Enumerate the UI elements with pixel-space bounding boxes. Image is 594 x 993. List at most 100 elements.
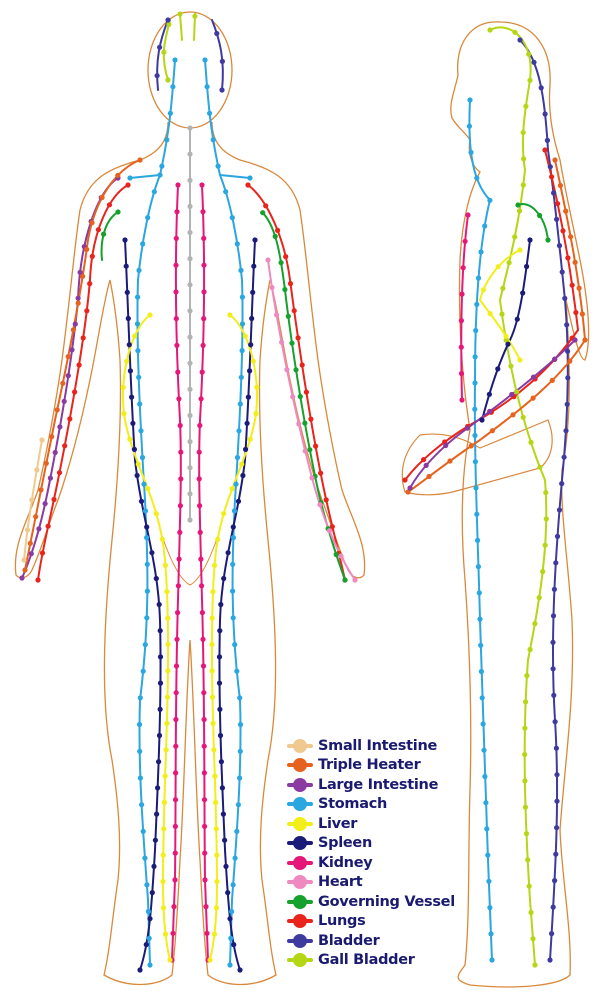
legend-swatch-icon <box>287 817 313 831</box>
acupoint-dot <box>528 440 533 445</box>
acupoint-dot <box>236 499 241 504</box>
acupoint-dot <box>317 502 322 507</box>
acupoint-dot <box>551 190 556 195</box>
acupoint-dot <box>487 27 492 32</box>
acupoint-dot <box>463 239 468 244</box>
acupoint-dot <box>209 642 214 647</box>
legend-item: Gall Bladder <box>287 951 587 971</box>
acupoint-dot <box>143 508 148 513</box>
acupoint-dot <box>221 511 226 516</box>
acupoint-dot <box>543 543 548 548</box>
legend-label: Governing Vessel <box>318 894 455 910</box>
acupoint-dot <box>115 209 120 214</box>
acupoint-dot <box>177 11 182 16</box>
acupoint-dot <box>564 322 569 327</box>
acupoint-dot <box>243 334 248 339</box>
acupoint-dot <box>231 615 236 620</box>
acupoint-dot <box>551 666 556 671</box>
acupoint-dot <box>217 628 222 633</box>
acupoint-dot <box>565 255 570 260</box>
acupoint-dot <box>53 450 58 455</box>
acupoint-dot <box>473 459 478 464</box>
acupoint-dot <box>512 234 517 239</box>
acupoint-dot <box>223 189 228 194</box>
acupoint-dot <box>508 364 513 369</box>
acupoint-dot <box>122 237 127 242</box>
acupoint-dot <box>147 962 152 967</box>
acupoint-dot <box>135 473 140 478</box>
acupoint-dot <box>210 668 215 673</box>
acupoint-dot <box>160 537 165 542</box>
acupoint-dot <box>174 236 179 241</box>
acupoint-dot <box>517 357 522 362</box>
acupoint-dot <box>144 524 149 529</box>
acupoint-dot <box>474 302 479 307</box>
acupoint-dot <box>230 562 235 567</box>
acupoint-dot <box>187 465 192 470</box>
acupoint-dot <box>521 182 526 187</box>
acupoint-dot <box>577 286 582 291</box>
acupoint-dot <box>212 774 217 779</box>
acupoint-dot <box>158 654 163 659</box>
acupoint-dot <box>247 175 252 180</box>
acupoint-dot <box>240 348 245 353</box>
acupoint-dot <box>124 359 129 364</box>
acupoint-dot <box>245 421 250 426</box>
acupoint-dot <box>289 341 294 346</box>
acupoint-dot <box>220 785 225 790</box>
acupoint-dot <box>125 182 130 187</box>
acupoint-dot <box>251 359 256 364</box>
acupoint-dot <box>548 164 553 169</box>
acupoint-dot <box>202 717 207 722</box>
acupoint-dot <box>212 932 217 937</box>
acupoint-dot <box>562 296 567 301</box>
acupoint-dot <box>135 295 140 300</box>
acupoint-dot <box>201 343 206 348</box>
acupoint-dot <box>57 424 62 429</box>
acupoint-dot <box>526 52 531 57</box>
acupoint-dot <box>531 60 536 65</box>
acupoint-dot <box>308 417 313 422</box>
acupoint-dot <box>187 256 192 261</box>
acupoint-dot <box>187 204 192 209</box>
acupoint-dot <box>238 722 243 727</box>
acupoint-dot <box>239 375 244 380</box>
acupoint-dot <box>139 802 144 807</box>
acupoint-dot <box>101 232 106 237</box>
acupoint-dot <box>167 957 172 962</box>
acupoint-dot <box>542 147 547 152</box>
acupoint-dot <box>127 342 132 347</box>
acupoint-dot <box>137 157 142 162</box>
acupoint-dot <box>338 553 343 558</box>
acupoint-dot <box>570 283 575 288</box>
acupoint-dot <box>197 450 202 455</box>
acupoint-dot <box>553 719 558 724</box>
acupoint-dot <box>307 447 312 452</box>
acupoint-dot <box>217 707 222 712</box>
acupoint-dot <box>490 428 495 433</box>
acupoint-dot <box>496 264 501 269</box>
acupoint-dot <box>565 349 570 354</box>
acupoint-dot <box>200 637 205 642</box>
acupoint-dot <box>550 640 555 645</box>
acupoint-dot <box>154 812 159 817</box>
acupoint-dot <box>230 486 235 491</box>
acupoint-dot <box>21 557 26 562</box>
acupoint-dot <box>512 30 517 35</box>
acupoint-dot <box>145 486 150 491</box>
acupoint-dot <box>172 57 177 62</box>
legend-swatch-icon <box>287 758 313 772</box>
acupoint-dot <box>201 289 206 294</box>
acupoint-dot <box>342 577 347 582</box>
acupoint-dot <box>132 447 137 452</box>
acupoint-dot <box>40 550 45 555</box>
acupoint-dot <box>200 370 205 375</box>
acupoint-dot <box>517 208 522 213</box>
acupoint-dot <box>202 744 207 749</box>
acupoint-dot <box>187 361 192 366</box>
acupoint-dot <box>499 312 504 317</box>
acupoint-dot <box>140 241 145 246</box>
acupoint-dot <box>214 826 219 831</box>
acupoint-dot <box>210 695 215 700</box>
acupoint-dot <box>231 535 236 540</box>
